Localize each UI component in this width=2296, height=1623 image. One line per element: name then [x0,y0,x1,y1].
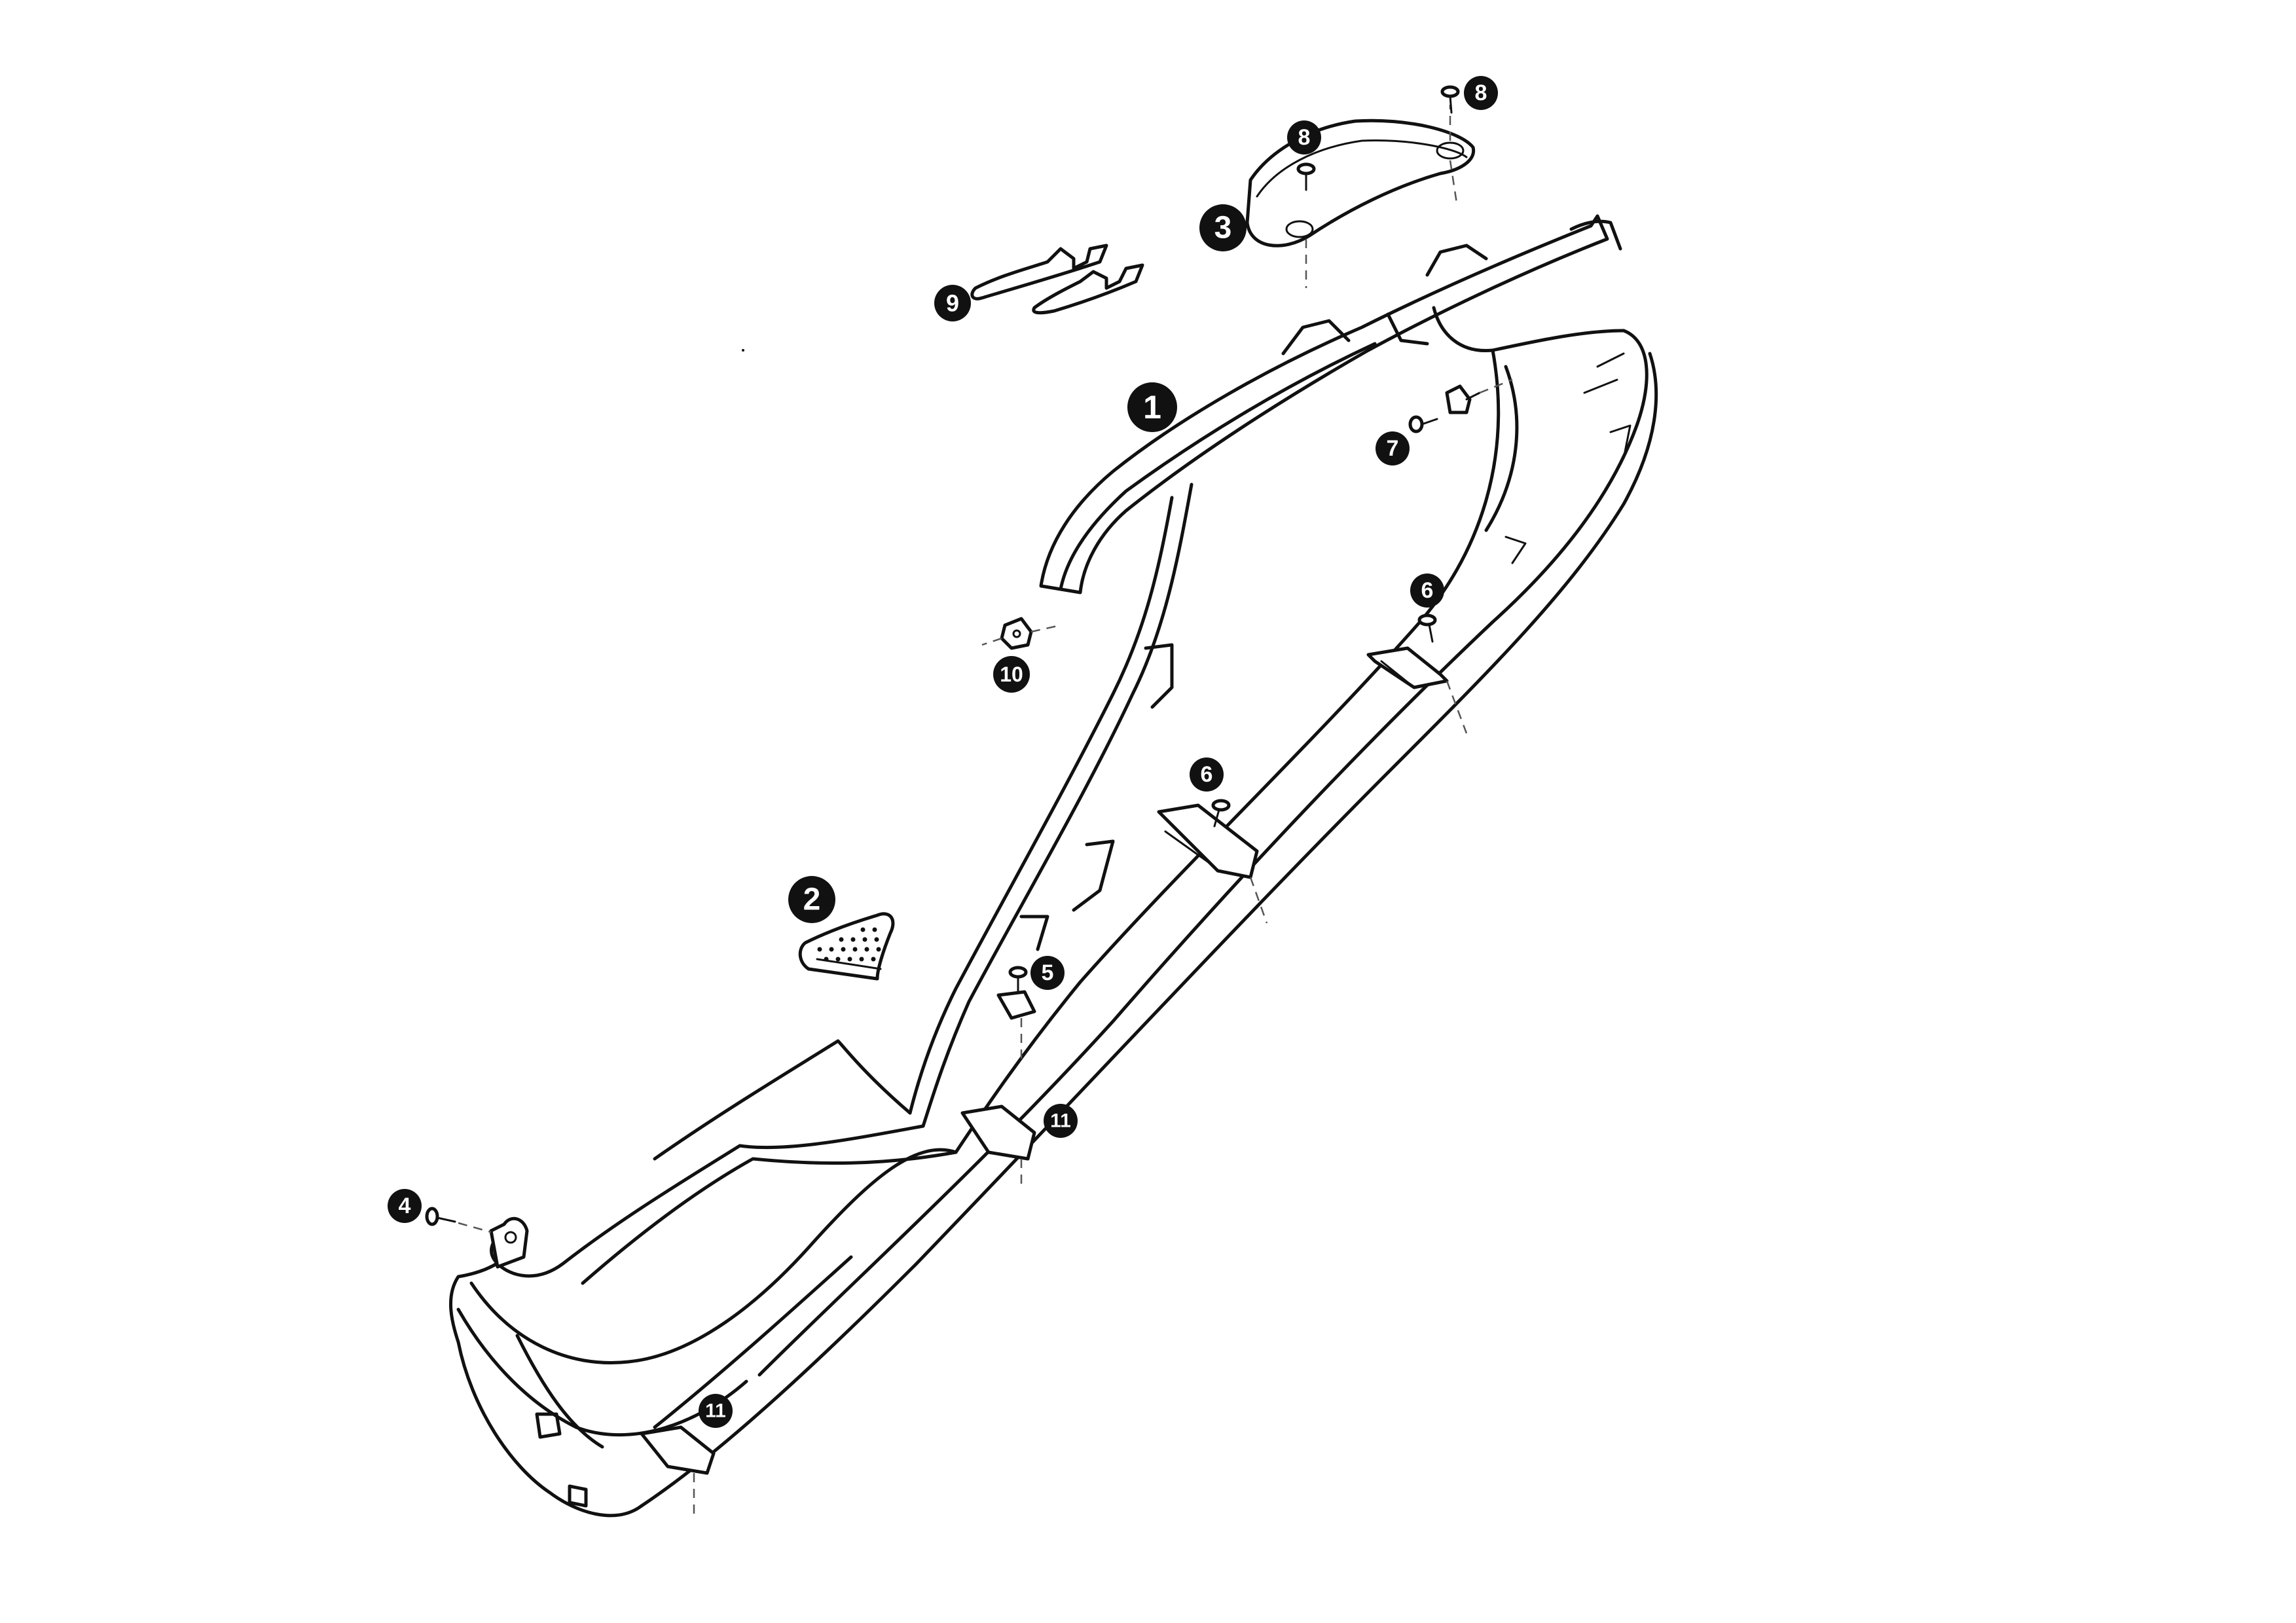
grip-pad-dot [876,947,881,952]
callout-7: 7 [1376,431,1410,465]
callout-8-right-text: 8 [1475,81,1487,105]
callout-11-upper: 11 [1044,1104,1078,1138]
callout-11-lower: 11 [699,1394,733,1428]
callout-6-upper-text: 6 [1421,578,1434,603]
callouts: 1 2 3 4 5 6 6 7 [388,76,1498,1428]
callout-9: 9 [934,285,971,321]
callout-11-lower-text: 11 [705,1400,726,1422]
part-5-screw [1008,966,1028,993]
callout-8-left-text: 8 [1298,125,1311,150]
grip-pad-dot [839,937,844,942]
part-6-screw-upper [1417,613,1437,643]
part-3-cover-plate [1245,105,1476,288]
part-1-side-frame-cover [449,214,1658,1518]
grip-pad-dot [864,947,869,952]
grip-pad-dot [862,937,867,942]
mounting-block-bottom [640,1425,716,1519]
part-8-screw-right [1440,85,1460,114]
grip-pad-dot [835,957,841,962]
part-9-emblem-badges [970,244,1144,315]
callout-6-upper: 6 [1410,574,1444,608]
grip-pad-dot [847,957,852,962]
callout-3-text: 3 [1214,211,1232,246]
callout-5: 5 [1030,956,1065,990]
grip-pad-dot [841,947,846,952]
callout-11-upper-text: 11 [1050,1110,1071,1132]
grip-pad-dot [871,957,876,962]
callout-5-text: 5 [1042,960,1054,985]
grip-pad-dot [859,957,864,962]
callout-2: 2 [788,876,835,923]
part-7-bracket-clip [1445,378,1513,414]
callout-4: 4 [388,1189,422,1223]
grip-pad-dot [824,957,829,962]
grip-pad-dot [872,927,877,932]
callout-6-lower-text: 6 [1201,762,1213,787]
part-10-square-nut [981,617,1061,650]
mounting-block-upper [1366,646,1468,734]
mounting-block-middle [1157,803,1268,924]
stray-dot [742,349,744,352]
callout-8-right: 8 [1464,76,1498,110]
callout-9-text: 9 [946,290,959,317]
callout-6-lower: 6 [1190,757,1224,792]
callout-2-text: 2 [803,883,821,917]
callout-10-text: 10 [1000,663,1023,686]
callout-4-text: 4 [399,1194,411,1218]
grip-pad-dot [817,947,822,952]
grip-pad-dot [874,937,879,942]
part-4-screw [425,1207,492,1233]
callout-10: 10 [993,656,1030,693]
part-6-screw-lower [1211,799,1231,828]
part-2-grip-pad [798,912,895,981]
callout-1: 1 [1127,382,1177,432]
grip-pad-dot [860,927,866,932]
callout-3: 3 [1199,204,1247,251]
clip-near-screw-5 [996,990,1036,1061]
callout-7-text: 7 [1387,436,1399,461]
grip-pad-dot [852,947,858,952]
callout-1-text: 1 [1143,389,1161,426]
grip-pad-dot [850,937,856,942]
part-8-screw-left [1296,162,1316,191]
grip-pad-dot [829,947,834,952]
callout-8-left: 8 [1287,120,1321,155]
part-7-screw [1408,415,1438,433]
mounting-block-lower [960,1104,1036,1185]
grip-pad-dots [817,927,881,962]
